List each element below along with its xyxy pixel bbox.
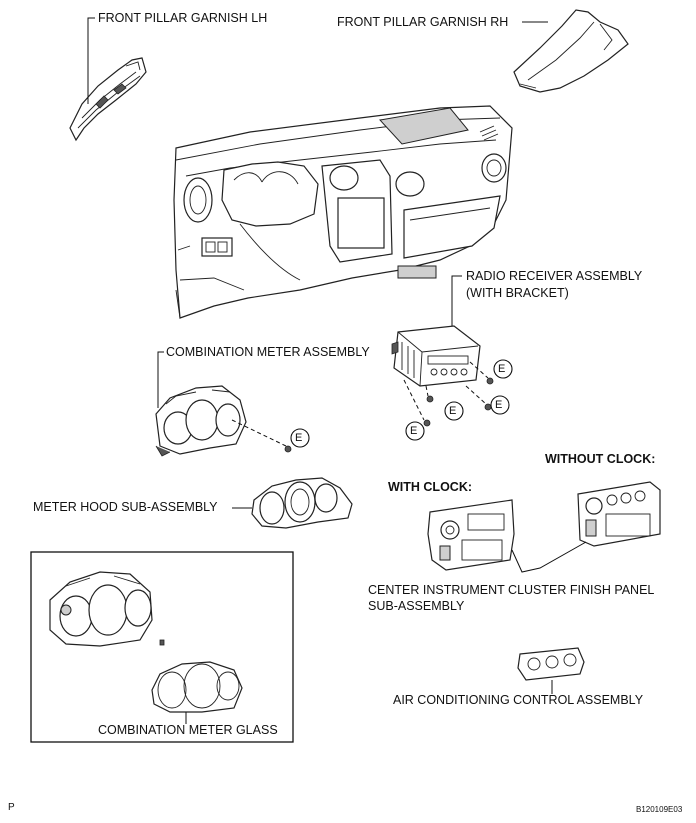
radio-receiver-assembly-part [391,325,481,387]
label-combination-meter-glass: COMBINATION METER GLASS [98,723,278,737]
fastener-marker-4 [405,421,425,441]
center-panel-with-clock-part [427,499,515,571]
fastener-e-label-4: E [410,425,418,437]
air-conditioning-control-part [517,647,585,681]
corner-mark: P [8,802,15,813]
radio-receiver-leader [451,275,462,326]
meter-screw-path [231,419,287,447]
meter-hood-sub-assembly-part [251,477,353,529]
fastener-marker-1 [493,359,513,379]
inset-combination-meter-part [49,571,165,647]
label-center-instrument-cluster-panel: CENTER INSTRUMENT CLUSTER FINISH PANEL [368,583,655,597]
center-panel-without-clock-part [577,481,661,547]
label-center-panel-sub-assembly: SUB-ASSEMBLY [368,599,465,613]
front-pillar-lh-leader [87,17,95,104]
label-air-conditioning-control: AIR CONDITIONING CONTROL ASSEMBLY [393,693,644,707]
fastener-e-label-3: E [449,405,457,417]
instrument-panel-dashboard [173,105,513,319]
fastener-e-label-1: E [498,363,506,375]
radio-receiver-screws [403,361,494,427]
fastener-marker-3 [444,401,464,421]
fastener-e-label-2: E [495,399,503,411]
front-pillar-garnish-rh-part [513,9,629,93]
label-with-clock: WITH CLOCK: [388,480,473,494]
figure-code: B120109E03 [636,805,683,814]
label-front-pillar-garnish-lh: FRONT PILLAR GARNISH LH [98,11,268,25]
label-radio-receiver-bracket: (WITH BRACKET) [466,286,569,300]
front-pillar-garnish-lh-part [69,57,147,142]
inset-box [30,551,294,743]
meter-screw [284,445,292,453]
label-meter-hood-sub-assembly: METER HOOD SUB-ASSEMBLY [33,500,218,514]
fastener-e-label-5: E [295,432,303,444]
fastener-marker-2 [490,395,510,415]
label-front-pillar-garnish-rh: FRONT PILLAR GARNISH RH [337,15,509,29]
combination-meter-assembly-part [155,385,247,457]
label-combination-meter-assembly: COMBINATION METER ASSEMBLY [166,345,370,359]
label-without-clock: WITHOUT CLOCK: [545,452,656,466]
combination-meter-glass-part [151,661,243,713]
label-radio-receiver-assembly: RADIO RECEIVER ASSEMBLY [466,269,643,283]
fastener-marker-5 [290,428,310,448]
center-panel-leader [511,541,587,573]
combination-meter-leader [157,351,164,408]
